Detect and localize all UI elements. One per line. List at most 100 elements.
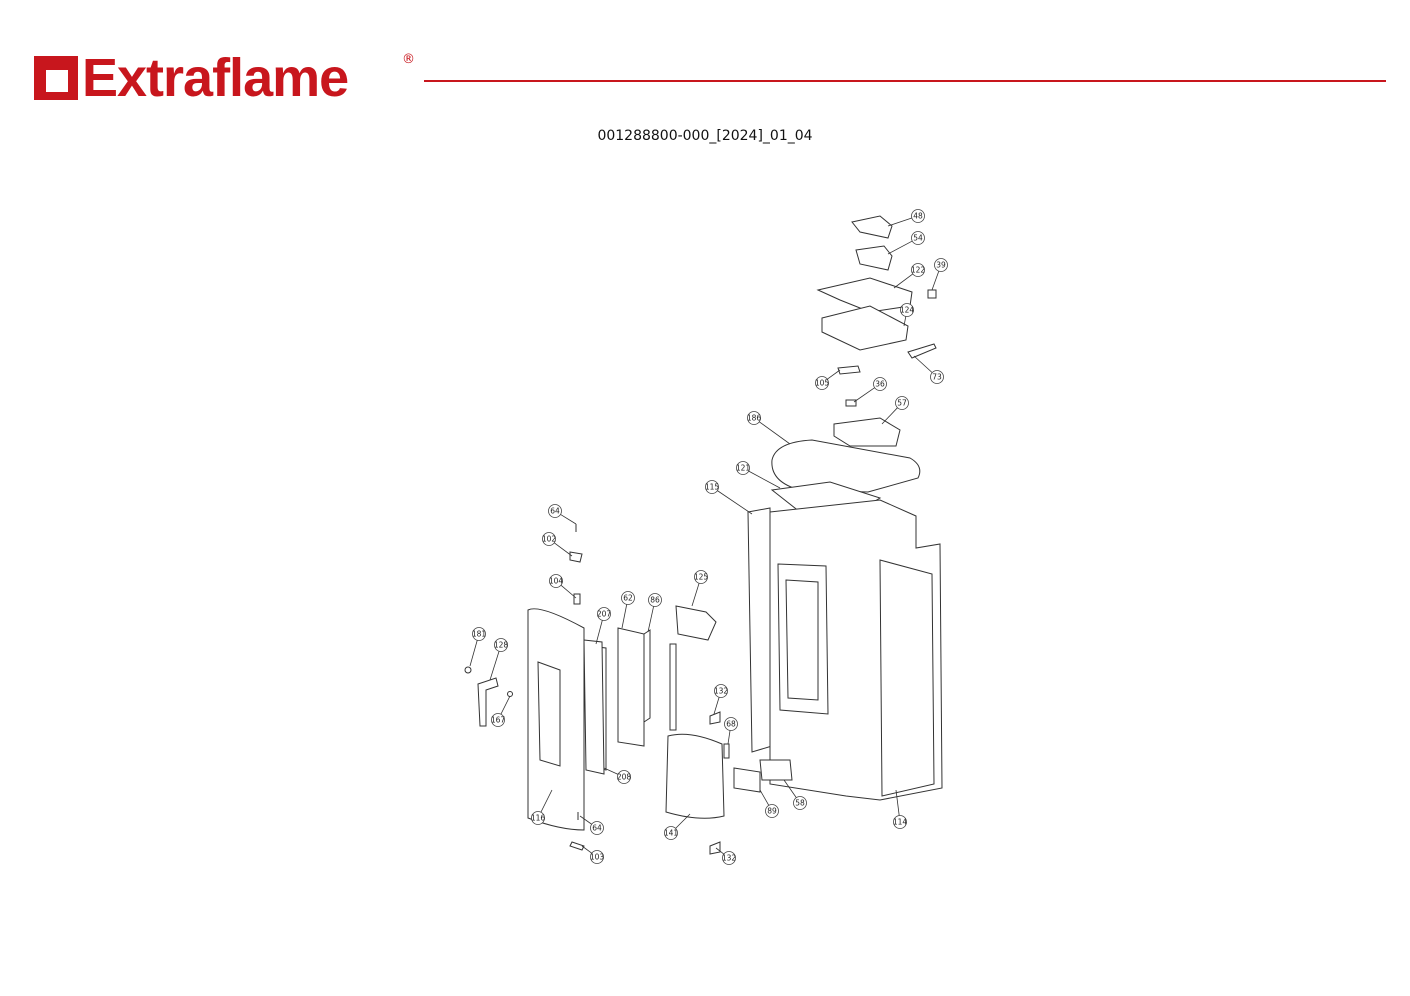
callout-number: 116 (531, 814, 546, 823)
callout-number: 39 (936, 261, 946, 270)
callout-number: 103 (590, 853, 605, 862)
callout-54: 54 (887, 231, 925, 255)
callout-105: 105 (815, 369, 841, 390)
leader-line (560, 514, 577, 525)
leader-line (595, 620, 603, 645)
callout-circle (648, 593, 662, 607)
leader-line (579, 815, 592, 825)
part-54 (855, 245, 893, 271)
callout-circle (621, 591, 635, 605)
callout-103: 103 (581, 845, 605, 864)
callout-number: 48 (913, 212, 923, 221)
callout-68: 68 (724, 717, 738, 745)
callout-circle (494, 638, 508, 652)
callout-circle (793, 796, 807, 810)
callout-125: 125 (691, 570, 709, 607)
callout-number: 167 (491, 716, 506, 725)
callout-circle (765, 804, 779, 818)
leader-line (621, 604, 628, 629)
leader-line (893, 273, 914, 289)
part-73 (907, 343, 937, 359)
callout-number: 36 (875, 380, 885, 389)
callout-141: 141 (664, 813, 691, 840)
callout-124: 124 (900, 303, 914, 327)
callout-circle (724, 717, 738, 731)
part-132-top (709, 711, 721, 725)
callout-circle (815, 376, 829, 390)
callout-circle (747, 411, 761, 425)
callout-132: 132 (715, 847, 737, 865)
stove-parts (464, 215, 943, 855)
leader-line (887, 240, 913, 255)
callout-circle (722, 851, 736, 865)
document-id: 001288800-000_[2024]_01_04 (597, 128, 813, 144)
callout-circle (491, 713, 505, 727)
leader-line (560, 584, 577, 599)
callout-number: 115 (705, 483, 720, 492)
brand-logo: Extraflame (34, 48, 349, 108)
callout-circle (736, 461, 750, 475)
part-103 (569, 841, 585, 851)
callout-circle (911, 209, 925, 223)
callout-number: 141 (664, 829, 679, 838)
part-141 (665, 733, 725, 819)
callout-number: 114 (893, 818, 908, 827)
part-68 (723, 743, 730, 759)
callout-number: 207 (597, 610, 612, 619)
callout-number: 104 (549, 577, 564, 586)
leader-line (853, 387, 875, 403)
part-36 (845, 399, 857, 407)
callout-number: 208 (617, 773, 632, 782)
callout-73: 73 (913, 355, 944, 384)
part-125 (675, 605, 717, 641)
callout-number: 125 (694, 573, 709, 582)
part-208 (583, 639, 605, 775)
header-divider (424, 80, 1386, 82)
leader-line (553, 542, 573, 557)
stove-window (785, 579, 819, 701)
logo-mark-icon (34, 56, 78, 100)
callout-number: 132 (722, 854, 737, 863)
callout-114: 114 (893, 789, 908, 829)
part-104 (573, 593, 581, 605)
part-39 (927, 289, 937, 299)
callout-64: 64 (579, 815, 604, 835)
part-124 (821, 305, 909, 351)
callout-number: 58 (795, 799, 805, 808)
brand-name: Extraflame (82, 48, 349, 108)
leader-line (500, 695, 511, 715)
callout-circle (664, 826, 678, 840)
part-167 (507, 691, 513, 697)
leader-line (675, 813, 691, 829)
part-62 (617, 627, 645, 747)
leader-line (881, 407, 898, 425)
door-window-opening (537, 661, 561, 767)
leader-line (715, 847, 725, 855)
callout-number: 68 (726, 720, 736, 729)
callout-number: 64 (550, 507, 560, 516)
callout-58: 58 (783, 779, 807, 810)
callout-number: 186 (747, 414, 762, 423)
leader-line (581, 845, 592, 854)
registered-mark: ® (402, 52, 415, 67)
callout-104: 104 (549, 574, 577, 599)
callout-circle (895, 396, 909, 410)
part-105 (837, 365, 861, 375)
callout-116: 116 (531, 789, 553, 825)
leader-line (603, 767, 619, 775)
callout-number: 89 (767, 807, 777, 816)
callout-number: 73 (932, 373, 942, 382)
callout-circle (590, 850, 604, 864)
callout-circle (542, 532, 556, 546)
callout-number: 62 (623, 594, 633, 603)
leader-line (713, 697, 720, 715)
leader-line (717, 490, 753, 515)
callout-number: 181 (472, 630, 487, 639)
leader-line (727, 730, 731, 745)
callout-number: 64 (592, 824, 602, 833)
callout-115: 115 (705, 480, 753, 515)
callout-48: 48 (887, 209, 925, 227)
callout-39: 39 (931, 258, 948, 291)
callout-number: 128 (494, 641, 509, 650)
